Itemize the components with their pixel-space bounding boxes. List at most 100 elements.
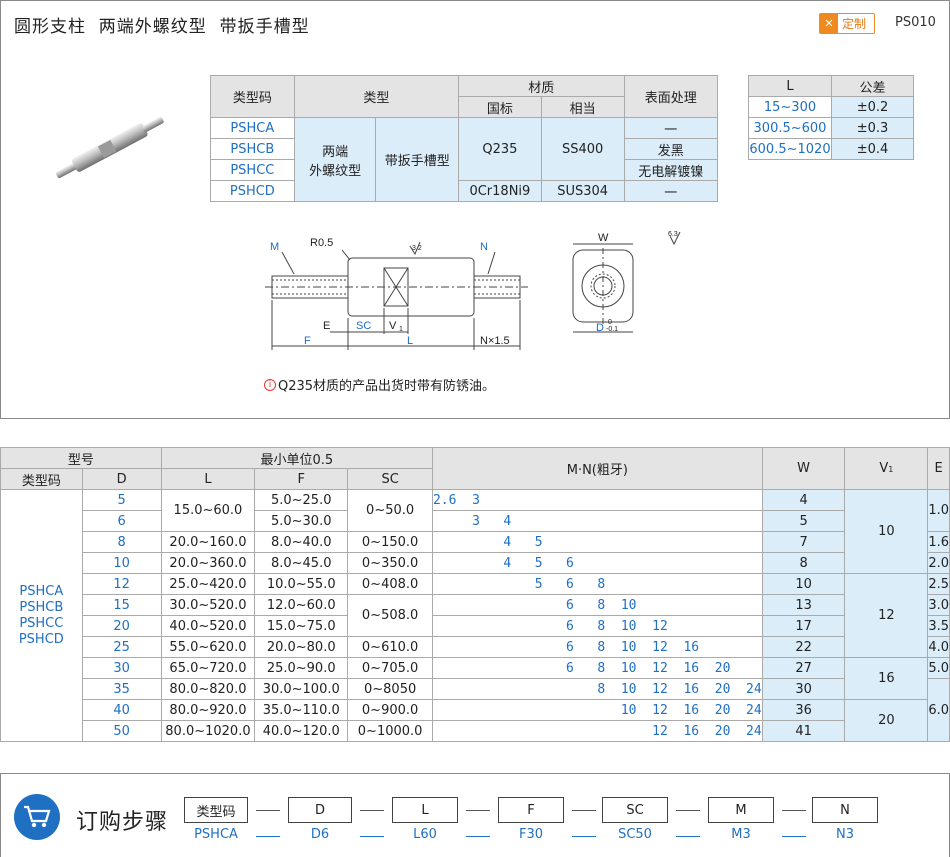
step-dash	[256, 836, 280, 837]
spec-header-gb: 国标	[457, 96, 542, 118]
main-d: 20	[81, 615, 162, 637]
main-l: 25.0~420.0	[160, 573, 256, 595]
step-value: D6	[310, 827, 330, 842]
main-w: 5	[761, 510, 846, 532]
main-header-w: W	[761, 447, 846, 490]
main-header-code: 类型码	[0, 468, 83, 490]
step-dash	[782, 810, 806, 811]
spec-type1: 两端 外螺纹型	[293, 117, 377, 202]
dim-v1: V	[389, 320, 397, 332]
main-mn: 6 8 10 12 16 20	[431, 657, 763, 679]
step-dash	[466, 836, 490, 837]
tol-l: 300.5~600	[748, 117, 832, 139]
main-header-sc: SC	[347, 468, 433, 490]
main-mn: 6 8 10	[431, 594, 763, 616]
main-sc: 0~8050	[347, 678, 433, 700]
main-f: 10.0~55.0	[254, 573, 349, 595]
page-title: 圆形支柱 两端外螺纹型 带扳手槽型	[14, 17, 310, 37]
step-dash	[572, 836, 596, 837]
dim-d-tol-low: -0.1	[606, 326, 618, 333]
tolerance-table: L 公差 15~300±0.2 300.5~600±0.3 600.5~1020…	[748, 75, 914, 160]
main-f: 20.0~80.0	[254, 636, 349, 658]
dim-l: L	[407, 335, 413, 347]
note: i Q235材质的产品出货时带有防锈油。	[264, 375, 495, 394]
main-l: 65.0~720.0	[160, 657, 256, 679]
main-f: 5.0~30.0	[254, 510, 349, 532]
main-header-l: L	[160, 468, 256, 490]
step-dash	[360, 836, 384, 837]
custom-icon: ✕	[820, 14, 838, 33]
spec-code: PSHCA	[210, 117, 295, 139]
step-dash	[572, 810, 596, 811]
main-d: 8	[81, 531, 162, 553]
main-d: 30	[81, 657, 162, 679]
roughness-mark: 3.2	[412, 245, 422, 252]
spec-gb1: Q235	[457, 117, 542, 181]
spec-code: PSHCD	[210, 180, 295, 202]
spec-code: PSHCC	[210, 159, 295, 181]
main-mn: 3 4	[431, 510, 763, 532]
dim-n: N	[480, 241, 488, 253]
dim-n15: N×1.5	[480, 335, 510, 347]
custom-button[interactable]: ✕ 定制	[819, 13, 875, 34]
tol-value: ±0.2	[831, 96, 914, 118]
main-l: 40.0~520.0	[160, 615, 256, 637]
main-w: 41	[761, 720, 846, 742]
main-f: 25.0~90.0	[254, 657, 349, 679]
main-d: 6	[81, 510, 162, 532]
step-dash	[782, 836, 806, 837]
main-d: 50	[81, 720, 162, 742]
main-v: 10	[844, 489, 929, 574]
cart-icon	[14, 794, 60, 840]
main-sc: 0~150.0	[347, 531, 433, 553]
main-w: 36	[761, 699, 846, 721]
spec-gb2: 0Cr18Ni9	[457, 180, 542, 202]
main-d: 25	[81, 636, 162, 658]
main-mn: 8 10 12 16 20 24	[431, 678, 763, 700]
main-mn: 6 8 10 12 16	[431, 636, 763, 658]
main-mn: 2.6 3	[431, 489, 763, 511]
main-mn: 6 8 10 12	[431, 615, 763, 637]
dimension-table: 型号 最小单位0.5 M·N(粗牙) W V1 E 类型码 D L F SC P…	[0, 447, 950, 742]
main-e: 1.6	[927, 531, 950, 553]
spec-header-surface: 表面处理	[623, 75, 719, 118]
main-l: 15.0~60.0	[160, 489, 256, 532]
main-mn: 4 5	[431, 531, 763, 553]
dim-d-tol-up: 0	[608, 319, 612, 326]
spec-eq2: SUS304	[540, 180, 625, 202]
main-f: 15.0~75.0	[254, 615, 349, 637]
spec-surface: 无电解镀镍	[623, 159, 719, 181]
main-w: 17	[761, 615, 846, 637]
step-dash	[676, 836, 700, 837]
main-header-v: V1	[844, 447, 929, 490]
tol-l: 15~300	[748, 96, 832, 118]
spec-header-material: 材质	[457, 75, 625, 97]
spec-surface: 发黑	[623, 138, 719, 160]
main-header-mn: M·N(粗牙)	[431, 447, 763, 490]
main-mn: 12 16 20 24	[431, 720, 763, 742]
main-v: 20	[844, 699, 929, 742]
step-box: M	[708, 797, 774, 823]
step-value: M3	[731, 827, 751, 842]
step-box: N	[812, 797, 878, 823]
step-value: L60	[413, 827, 437, 842]
main-mn: 5 6 8	[431, 573, 763, 595]
product-image	[55, 117, 164, 179]
step-box: L	[392, 797, 458, 823]
main-w: 7	[761, 531, 846, 553]
main-sc: 0~900.0	[347, 699, 433, 721]
info-icon: i	[264, 378, 276, 391]
main-header-f: F	[254, 468, 349, 490]
dim-d: D	[596, 322, 604, 334]
spec-header-code: 类型码	[210, 75, 295, 118]
step-value: SC50	[618, 827, 652, 842]
main-d: 10	[81, 552, 162, 574]
dim-f: F	[304, 335, 311, 347]
step-value: N3	[836, 827, 854, 842]
main-codes: PSHCA PSHCB PSHCC PSHCD	[0, 489, 83, 742]
order-title: 订购步骤	[76, 810, 169, 835]
main-d: 40	[81, 699, 162, 721]
main-e: 1.0	[927, 489, 950, 532]
step-box: D	[288, 797, 352, 823]
main-sc: 0~705.0	[347, 657, 433, 679]
